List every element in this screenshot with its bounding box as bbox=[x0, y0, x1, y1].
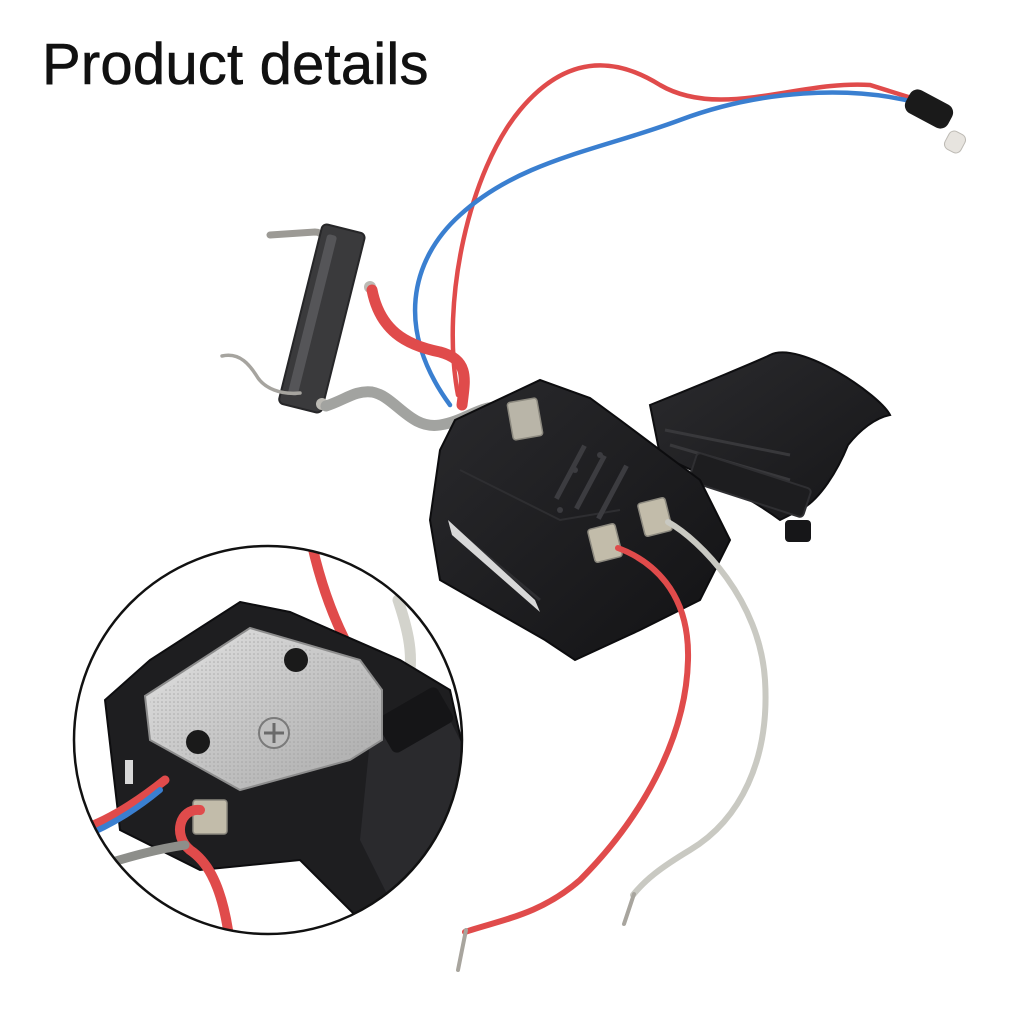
trigger bbox=[648, 351, 892, 542]
switch-body bbox=[428, 378, 732, 662]
inset-closeup bbox=[72, 544, 464, 936]
red-wire-top bbox=[450, 63, 921, 398]
led-connector bbox=[904, 89, 967, 154]
red-wire-bottom bbox=[462, 545, 692, 935]
contact-bar bbox=[220, 223, 376, 414]
grey-wire-bottom bbox=[630, 519, 769, 898]
main-switch-assembly bbox=[220, 63, 967, 972]
red-wire-bar bbox=[366, 284, 470, 411]
page-title: Product details bbox=[42, 32, 429, 98]
blue-wire-top bbox=[412, 90, 921, 408]
